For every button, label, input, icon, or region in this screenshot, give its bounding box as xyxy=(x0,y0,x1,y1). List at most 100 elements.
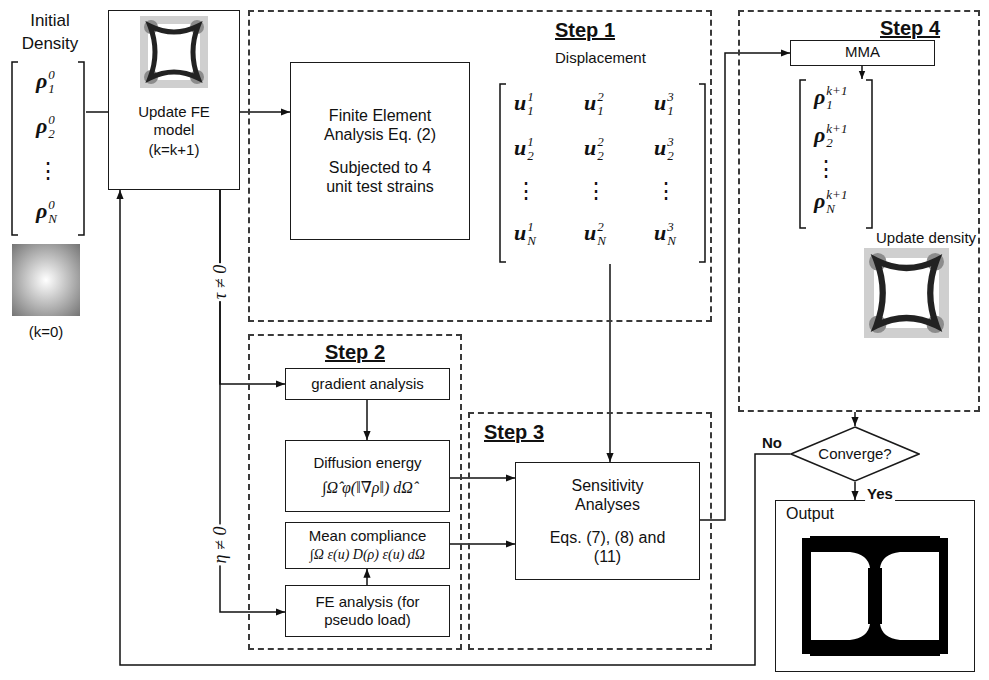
superscript-index: 3 xyxy=(667,90,674,103)
annotation-label: Initial Density xyxy=(8,10,92,56)
subscript-index: N xyxy=(527,234,536,247)
superscript-index: 2 xyxy=(597,90,604,103)
ellipsis-dots: ⋮ xyxy=(655,180,677,202)
leader-line xyxy=(86,111,108,113)
subscript-index: N xyxy=(48,212,57,225)
matrix-entry: ρ xyxy=(814,190,825,212)
flow-connector xyxy=(450,543,515,545)
flow-connector xyxy=(366,400,368,440)
flow-connector xyxy=(700,53,790,520)
matrix-entry: u xyxy=(654,92,666,114)
ellipsis-dots: ⋮ xyxy=(585,180,607,202)
edge-label: Yes xyxy=(865,485,895,502)
superscript-index: 2 xyxy=(597,135,604,148)
matrix-entry: u xyxy=(654,222,666,244)
matrix-entry: u xyxy=(514,222,526,244)
step-heading: Step 3 xyxy=(484,420,544,444)
subscript-index: N xyxy=(597,234,606,247)
annotation-label: Update density xyxy=(876,228,976,248)
node-text: (k=k+1) xyxy=(149,141,200,159)
matrix-bracket xyxy=(500,84,705,262)
subscript-index: 1 xyxy=(597,104,604,117)
subscript-index: 2 xyxy=(597,149,604,162)
formula-text: ∫Ω ε(u) D(ρ) ε(u) dΩ xyxy=(310,547,425,564)
edge-label: No xyxy=(760,434,784,451)
matrix-bracket xyxy=(12,62,84,235)
initial-density-image xyxy=(12,244,80,316)
flow-connector xyxy=(609,322,611,462)
node-text: Converge? xyxy=(818,445,891,463)
subscript-index: 2 xyxy=(667,149,674,162)
flow-connector xyxy=(854,482,856,500)
edge-label: τ ≠ 0 xyxy=(210,263,231,301)
matrix-bracket xyxy=(800,80,872,228)
ellipsis-dots: ⋮ xyxy=(815,158,837,180)
flow-connector xyxy=(120,190,790,665)
superscript-index: 0 xyxy=(48,198,55,211)
step-box: Step 4MMA xyxy=(738,10,980,412)
node-text: Diffusion energy xyxy=(313,454,421,472)
node-text: Finite Element Analysis Eq. (2) xyxy=(315,106,445,144)
node-text: Eqs. (7), (8) and (11) xyxy=(545,528,670,566)
leader-line xyxy=(609,264,611,322)
process-box: FE analysis (for pseudo load) xyxy=(285,585,450,637)
matrix-entry: ρ xyxy=(814,86,825,108)
node-text: Subjected to 4 unit test strains xyxy=(315,158,445,196)
subscript-index: 1 xyxy=(826,98,833,111)
node-text: Update FE model xyxy=(134,103,214,139)
node-text: Sensitivity Analyses xyxy=(545,476,670,514)
superscript-index: 1 xyxy=(527,220,534,233)
subscript-index: 1 xyxy=(527,104,534,117)
subscript-index: 2 xyxy=(48,127,55,140)
diamond-shape xyxy=(791,427,919,481)
subscript-index: 1 xyxy=(48,82,55,95)
superscript-index: 1 xyxy=(527,90,534,103)
formula-text: ∫Ω̂ φ(‖∇ρ‖) dΩ̂ xyxy=(322,478,413,497)
process-box: Finite Element Analysis Eq. (2) Subjected… xyxy=(290,62,470,240)
flow-connector xyxy=(854,412,856,426)
node-text: Mean compliance xyxy=(309,527,427,545)
model-box: Update FE model (k=k+1) xyxy=(108,10,240,190)
annotation-label: Displacement xyxy=(555,48,646,68)
output-topology-image xyxy=(802,536,948,656)
subscript-index: 2 xyxy=(527,149,534,162)
matrix-entry: u xyxy=(514,92,526,114)
process-box: gradient analysis xyxy=(285,368,450,400)
superscript-index: k+1 xyxy=(826,122,847,135)
subscript-index: 2 xyxy=(826,136,833,149)
node-text: gradient analysis xyxy=(311,375,424,393)
step-box: Step 3 Sensitivity AnalysesEqs. (7), (8) … xyxy=(468,412,712,650)
matrix-entry: u xyxy=(654,137,666,159)
process-box: MMA xyxy=(790,40,935,66)
subscript-index: 1 xyxy=(667,104,674,117)
step-box: Step 2 gradient analysisDiffusion energy ∫… xyxy=(248,334,462,650)
step-heading: Step 2 xyxy=(325,340,385,364)
matrix-entry: ρ xyxy=(814,124,825,146)
superscript-index: 1 xyxy=(527,135,534,148)
process-box: Mean compliance ∫Ω ε(u) D(ρ) ε(u) dΩ xyxy=(285,522,450,569)
matrix-entry: u xyxy=(584,137,596,159)
superscript-index: k+1 xyxy=(826,188,847,201)
subscript-index: N xyxy=(826,202,835,215)
matrix-entry: ρ xyxy=(36,200,47,222)
superscript-index: k+1 xyxy=(826,84,847,97)
annotation-label: (k=0) xyxy=(14,322,78,342)
subscript-index: N xyxy=(667,234,676,247)
superscript-index: 0 xyxy=(48,68,55,81)
superscript-index: 2 xyxy=(597,220,604,233)
process-box: Sensitivity AnalysesEqs. (7), (8) and (1… xyxy=(515,462,700,580)
fe-model-image xyxy=(140,16,208,88)
step-heading: Step 1 xyxy=(555,18,615,42)
matrix-entry: ρ xyxy=(36,115,47,137)
matrix-entry: u xyxy=(584,92,596,114)
superscript-index: 0 xyxy=(48,113,55,126)
updated-density-image xyxy=(864,248,949,338)
edge-label: η ≠ 0 xyxy=(210,525,231,566)
flow-connector xyxy=(366,569,368,585)
matrix-entry: u xyxy=(514,137,526,159)
superscript-index: 3 xyxy=(667,220,674,233)
process-box: Diffusion energy ∫Ω̂ φ(‖∇ρ‖) dΩ̂ xyxy=(285,440,450,512)
